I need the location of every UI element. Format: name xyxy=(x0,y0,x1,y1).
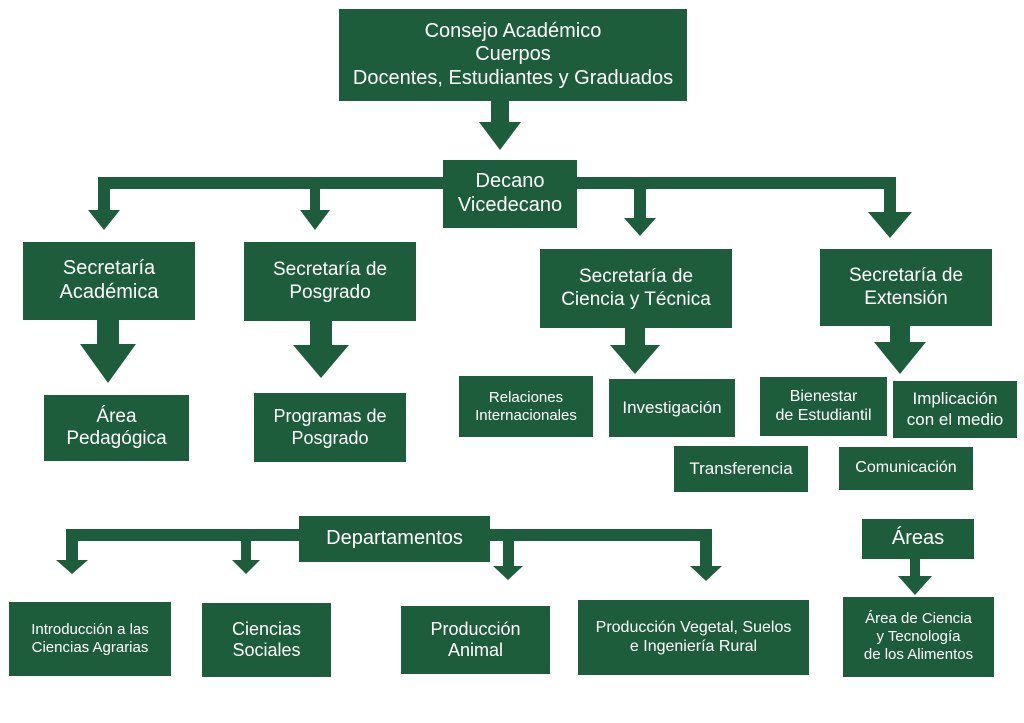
area-pedagogica-line-1: Área xyxy=(96,405,137,427)
areas-title: Áreas xyxy=(891,527,945,550)
decano-line-1: Decano xyxy=(475,170,545,193)
secretaria-academica-line-2: Académica xyxy=(59,281,159,303)
comunicacion-box: Comunicación xyxy=(839,447,973,490)
area-alimentos-line-2: y Tecnología xyxy=(876,628,961,646)
arrow-sec-extension-down xyxy=(874,325,926,374)
implicacion-line-2: con el medio xyxy=(906,409,1004,429)
relaciones-line-2: Internacionales xyxy=(475,406,577,424)
dep-vegetal-line-1: Producción Vegetal, Suelos xyxy=(595,618,792,636)
secretaria-ciencia-line-1: Secretaría de xyxy=(578,266,694,288)
departamento-vegetal-box: Producción Vegetal, Suelos e Ingeniería … xyxy=(578,600,809,675)
secretaria-academica-box: Secretaría Académica xyxy=(23,242,195,320)
investigacion-line-1: Investigación xyxy=(622,397,722,417)
arrow-to-dep-introduccion xyxy=(56,529,88,574)
dep-sociales-line-2: Sociales xyxy=(232,640,301,660)
secretaria-posgrado-box: Secretaría de Posgrado xyxy=(244,242,416,321)
departamentos-title: Departamentos xyxy=(326,527,463,550)
dep-animal-line-1: Producción xyxy=(430,618,521,639)
secretaria-posgrado-line-1: Secretaría de xyxy=(272,259,388,281)
secretaria-extension-box: Secretaría de Extensión xyxy=(820,249,992,326)
dep-sociales-line-1: Ciencias xyxy=(231,618,302,639)
secretaria-academica-line-1: Secretaría xyxy=(62,257,156,280)
decano-line-2: Vicedecano xyxy=(457,194,563,216)
dep-vegetal-line-2: e Ingeniería Rural xyxy=(629,637,758,655)
arrow-consejo-decano xyxy=(479,100,521,150)
bienestar-estudiantil-box: Bienestar de Estudiantil xyxy=(760,377,887,436)
dep-introduccion-line-2: Ciencias Agrarias xyxy=(31,639,149,656)
arrow-sec-academica-down xyxy=(80,319,136,383)
arrow-sec-posgrado-down xyxy=(293,320,349,378)
bienestar-line-1: Bienestar xyxy=(789,387,858,405)
area-pedagogica-box: Área Pedagógica xyxy=(44,395,189,461)
area-ciencia-alimentos-box: Área de Ciencia y Tecnología de los Alim… xyxy=(843,597,994,677)
arrow-to-dep-sociales xyxy=(232,529,260,574)
programas-posgrado-box: Programas de Posgrado xyxy=(254,393,406,462)
arrow-to-sec-ciencia xyxy=(624,177,656,236)
implicacion-medio-box: Implicación con el medio xyxy=(893,381,1017,438)
dep-introduccion-line-1: Introducción a las xyxy=(31,621,149,639)
departamentos-box: Departamentos xyxy=(299,516,490,562)
arrow-to-sec-academica xyxy=(88,177,120,230)
implicacion-line-1: Implicación xyxy=(912,389,998,409)
secretaria-ciencia-tecnica-box: Secretaría de Ciencia y Técnica xyxy=(540,249,732,328)
area-alimentos-line-3: de los Alimentos xyxy=(863,645,974,663)
arrow-to-dep-animal xyxy=(493,529,523,580)
arrow-areas-down xyxy=(898,557,932,595)
area-alimentos-line-1: Área de Ciencia xyxy=(865,610,972,628)
departamento-sociales-box: Ciencias Sociales xyxy=(202,603,331,677)
transferencia-box: Transferencia xyxy=(674,446,808,492)
programas-posgrado-line-2: Posgrado xyxy=(291,427,369,448)
transferencia-line-1: Transferencia xyxy=(689,458,793,478)
area-pedagogica-line-2: Pedagógica xyxy=(66,428,167,449)
bienestar-line-2: de Estudiantil xyxy=(775,406,872,424)
consejo-line-1: Consejo Académico xyxy=(424,19,602,42)
departamento-animal-box: Producción Animal xyxy=(401,606,550,674)
dep-animal-line-2: Animal xyxy=(447,640,504,660)
secretaria-extension-line-2: Extensión xyxy=(864,287,948,309)
relaciones-internacionales-box: Relaciones Internacionales xyxy=(459,376,593,437)
investigacion-box: Investigación xyxy=(609,379,735,437)
arrow-to-sec-extension xyxy=(868,177,912,238)
decano-box: Decano Vicedecano xyxy=(443,160,577,228)
arrow-to-dep-vegetal xyxy=(690,529,722,581)
areas-box: Áreas xyxy=(862,519,974,559)
arrow-to-sec-posgrado xyxy=(300,177,330,230)
consejo-academico-box: Consejo Académico Cuerpos Docentes, Estu… xyxy=(339,9,687,101)
departamento-introduccion-box: Introducción a las Ciencias Agrarias xyxy=(9,602,171,676)
secretaria-ciencia-line-2: Ciencia y Técnica xyxy=(561,288,711,310)
relaciones-line-1: Relaciones xyxy=(488,388,564,406)
comunicacion-line-1: Comunicación xyxy=(855,459,957,477)
secretaria-extension-line-1: Secretaría de xyxy=(848,265,964,287)
programas-posgrado-line-1: Programas de xyxy=(273,406,387,427)
arrow-sec-ciencia-down xyxy=(610,327,660,374)
consejo-line-3: Docentes, Estudiantes y Graduados xyxy=(352,66,674,89)
secretaria-posgrado-line-2: Posgrado xyxy=(289,281,371,303)
consejo-line-2: Cuerpos xyxy=(475,43,551,66)
